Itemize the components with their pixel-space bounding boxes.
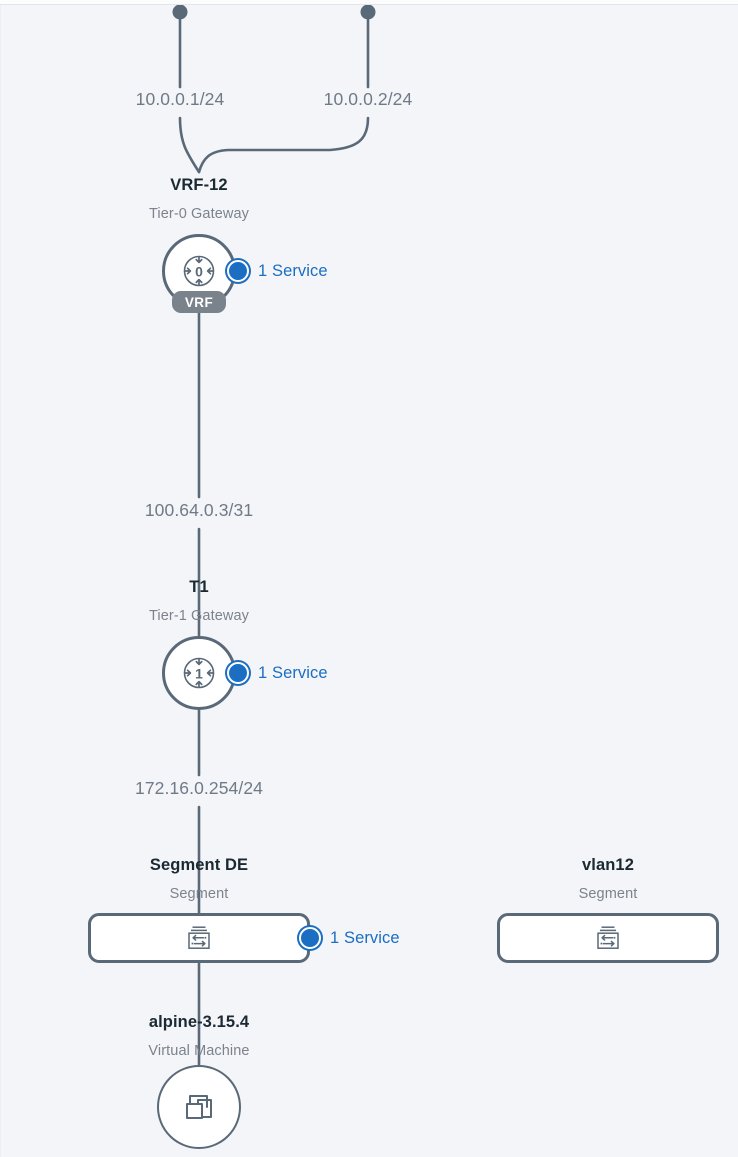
edge-uplink1-to-vrf <box>178 116 201 174</box>
service-badge-vrf12[interactable]: 1 Service <box>227 260 328 282</box>
service-badge-segment-de[interactable]: 1 Service <box>299 927 400 949</box>
node-subtitle-vrf12: Tier-0 Gateway <box>149 206 249 222</box>
node-segment-de[interactable] <box>88 913 310 963</box>
svg-text:0: 0 <box>195 263 203 279</box>
edge-label-t1-to-segment: 172.16.0.254/24 <box>134 778 263 798</box>
service-dot-icon <box>299 927 321 949</box>
service-dot-icon <box>227 260 249 282</box>
left-edge-hairline <box>0 5 1 1157</box>
node-subtitle-t1: Tier-1 Gateway <box>149 608 249 624</box>
edge-label-uplink-1: 10.0.0.1/24 <box>135 89 225 109</box>
svg-text:1: 1 <box>195 665 203 681</box>
top-edge-strip <box>0 0 738 4</box>
service-dot-icon <box>227 662 249 684</box>
service-label-t1: 1 Service <box>258 663 328 682</box>
segment-switch-icon <box>593 923 623 953</box>
node-subtitle-vlan12: Segment <box>578 886 638 902</box>
uplink-2-endpoint-dot <box>360 4 376 20</box>
node-title-vrf12: VRF-12 <box>170 176 228 194</box>
edge-uplink2-to-vrf <box>197 116 370 174</box>
edge-label-uplink-2: 10.0.0.2/24 <box>323 89 413 109</box>
tier0-router-icon: 0 <box>178 250 220 292</box>
service-label-segment-de: 1 Service <box>330 928 400 947</box>
node-title-segment-de: Segment DE <box>149 856 249 874</box>
tier1-router-icon: 1 <box>178 652 220 694</box>
node-t1[interactable]: 1 <box>162 636 236 710</box>
service-label-vrf12: 1 Service <box>258 261 328 280</box>
edge-label-vrf-to-t1: 100.64.0.3/31 <box>144 500 254 520</box>
top-edge-hairline <box>0 4 738 5</box>
node-subtitle-segment-de: Segment <box>169 886 229 902</box>
segment-switch-icon <box>184 923 214 953</box>
node-title-vlan12: vlan12 <box>582 856 634 874</box>
node-title-t1: T1 <box>189 578 209 596</box>
node-title-alpine-vm: alpine-3.15.4 <box>148 1013 250 1031</box>
service-badge-t1[interactable]: 1 Service <box>227 662 328 684</box>
vrf-badge: VRF <box>172 291 226 313</box>
node-subtitle-alpine-vm: Virtual Machine <box>148 1043 250 1059</box>
node-vlan12[interactable] <box>497 913 719 963</box>
uplink-1-endpoint-dot <box>172 4 188 20</box>
virtual-machine-icon <box>177 1085 221 1129</box>
node-alpine-vm[interactable] <box>157 1065 241 1149</box>
